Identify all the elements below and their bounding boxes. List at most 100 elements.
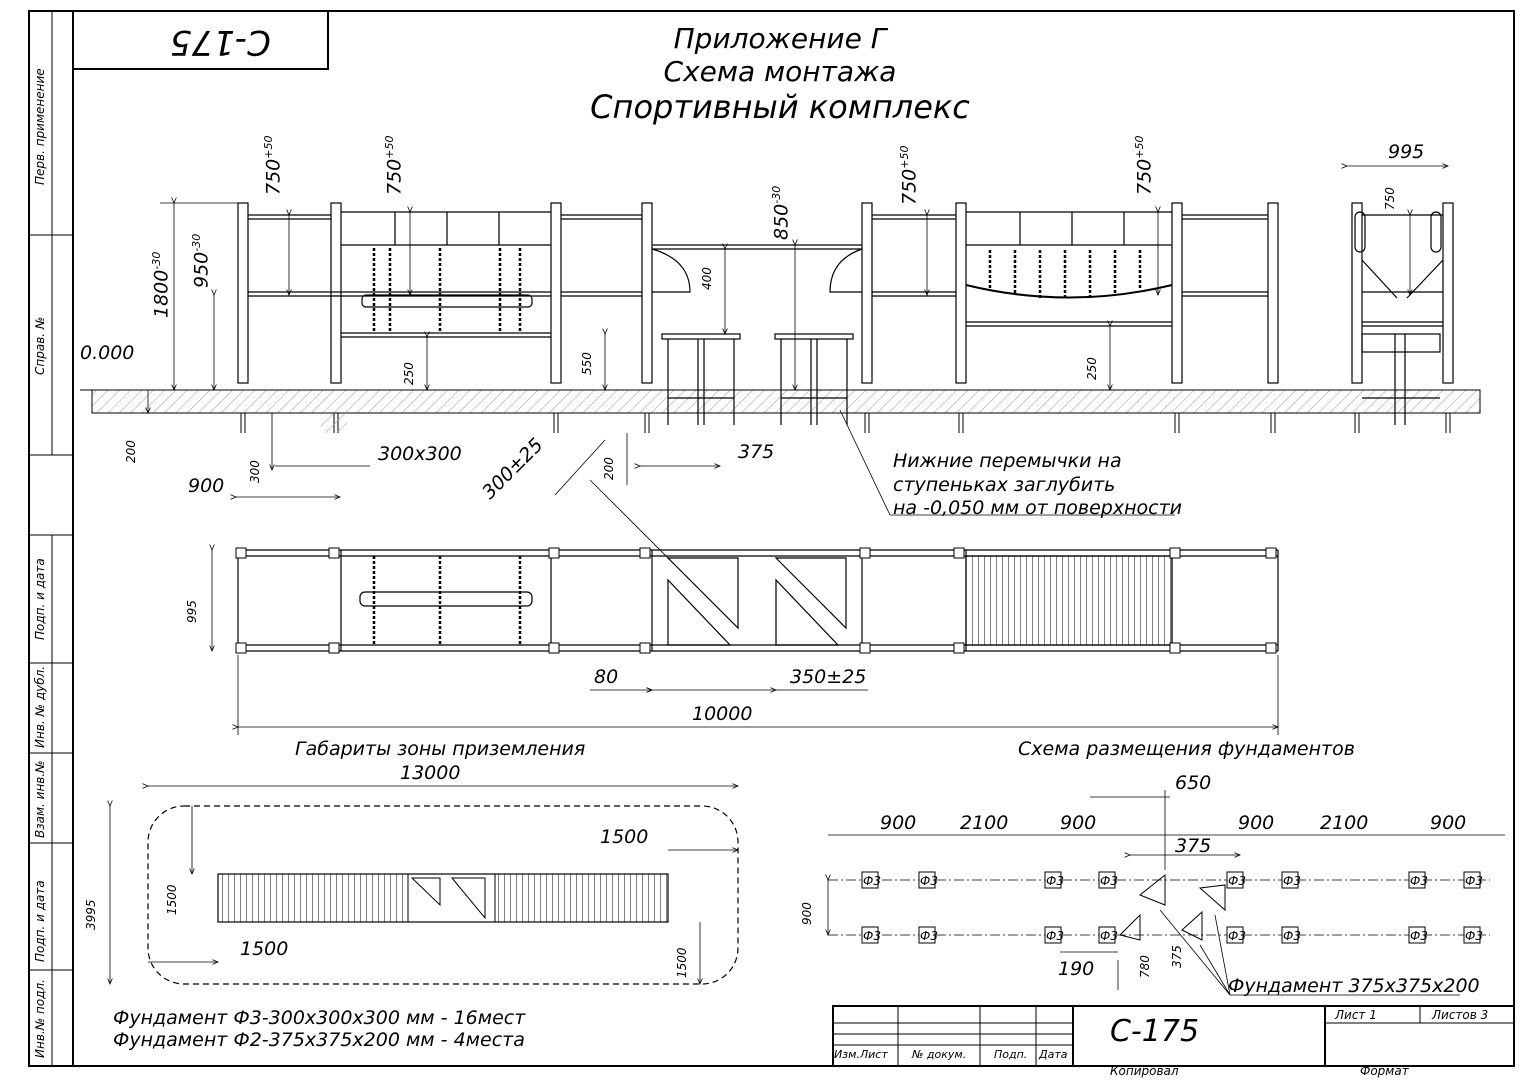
dim-900: 900 [188,475,225,497]
dim-250-1: 250 [402,362,416,385]
product-title: Спортивный комплекс [590,88,970,126]
stamp-inv-podl: Инв.№ подл. [33,979,47,1058]
foundation-f3-label: Ф3 [1046,874,1064,888]
foundation-f3-marker [1408,926,1426,944]
tb-sheet: Лист 1 [1335,1008,1377,1022]
stamp-podp-data-2: Подп. и дата [33,880,47,962]
dim-750-2: 750+50 [383,135,406,195]
appendix-title: Приложение Г [673,22,887,55]
foundation-f3-marker [861,871,879,889]
landing-zone-view [110,786,738,984]
dim-300: 300 [248,460,262,483]
tb-kopiroval: Копировал [1110,1064,1179,1078]
foundation-scheme-view [828,790,1505,996]
fs-dim-900-c: 900 [1238,812,1275,834]
tb-izm-list: Изм.Лист [834,1048,888,1061]
foundation-f3-marker [1098,926,1116,944]
dim-375: 375 [738,441,775,463]
foundation-f3-marker [1044,871,1062,889]
fs-dim-375-a: 375 [1175,835,1212,857]
foundation-f3-label: Ф3 [1283,874,1301,888]
lz-dim-1500-d: 1500 [675,947,689,978]
tb-sheets: Листов 3 [1432,1008,1489,1022]
plan-dim-995: 995 [185,600,199,623]
tb-n-dokum: № докум. [912,1048,967,1061]
lz-dim-1500-a: 1500 [600,826,649,848]
plan-dim-350: 350±25 [790,666,867,688]
foundation-f3-label: Ф3 [863,874,881,888]
lz-dim-1500-c: 1500 [240,938,289,960]
lz-dim-1500-b: 1500 [165,884,179,915]
foundation-f3-marker [1044,926,1062,944]
side-dim-750: 750 [1383,187,1397,210]
fs-dim-900-b: 900 [1060,812,1097,834]
foundation-f3-label: Ф3 [1100,874,1118,888]
foundation-f3-label: Ф3 [1410,874,1428,888]
landing-zone-title: Габариты зоны приземления [295,738,586,760]
code-box [72,10,329,70]
foundation-f3-marker [1098,871,1116,889]
dim-300x300: 300x300 [378,443,462,465]
foundation-f3-marker [918,871,936,889]
fs-dim-900-v: 900 [800,902,814,925]
note-line-2: ступеньках заглубить [893,474,1116,496]
tb-data: Дата [1039,1048,1068,1061]
foundation-f3-marker [1408,871,1426,889]
dim-750-4: 750+50 [1133,135,1156,195]
foundation-f3-marker [1463,926,1481,944]
tb-podp: Подп. [994,1048,1028,1061]
foundation-f3-marker [1463,871,1481,889]
dim-400: 400 [700,267,714,290]
scheme-title: Схема монтажа [663,55,897,88]
stamp-inv-dubl: Инв. № дубл. [33,665,47,748]
plan-dim-10000: 10000 [692,703,753,725]
elevation-view [80,166,1481,591]
foundation-f3-marker [1226,926,1244,944]
foundation-f3-marker [1281,926,1299,944]
foundation-f3-marker [918,926,936,944]
fs-dim-190: 190 [1058,958,1095,980]
fs-dim-375-b: 375 [1170,945,1184,968]
sheet-frame [28,10,1515,1067]
foundation-f3-marker [861,926,879,944]
dim-200-left: 200 [124,440,138,463]
stamp-sprav-no: Справ. № [33,316,47,375]
code-mirrored: С-175 [170,22,271,62]
fs-dim-2100-a: 2100 [960,812,1009,834]
fs-dim-900-d: 900 [1430,812,1467,834]
fs-dim-900-a: 900 [880,812,917,834]
foundation-f3-label: Ф3 [1465,874,1483,888]
dim-200-mid: 200 [602,457,616,480]
dim-1800: 1800-30 [150,251,173,318]
foundation-f3-label: Ф3 [1100,929,1118,943]
side-dim-995: 995 [1388,141,1425,163]
tb-code: С-175 [1110,1014,1200,1049]
fs-dim-780: 780 [1138,955,1152,978]
stamp-vzam-inv: Взам. инв.№ [33,760,47,838]
ground-hatch [91,389,1481,414]
lz-dim-13000: 13000 [400,762,461,784]
dim-250-2: 250 [1085,357,1099,380]
dim-750-3: 750+50 [898,145,921,205]
dim-750-1: 750+50 [262,135,285,195]
dim-850: 850-30 [770,185,793,240]
tb-format: Формат [1360,1064,1409,1078]
dim-950: 950-30 [190,233,213,288]
lz-dim-3995: 3995 [84,899,98,930]
foundation-f3-label: Ф3 [920,929,938,943]
fs-dim-2100-b: 2100 [1320,812,1369,834]
foundation-f3-label: Ф3 [1228,929,1246,943]
foundation-scheme-title: Схема размещения фундаментов [1018,738,1355,760]
note-f2: Фундамент Ф2-375х375х200 мм - 4места [113,1029,525,1051]
foundation-f3-label: Ф3 [1465,929,1483,943]
note-f3: Фундамент Ф3-300х300х300 мм - 16мест [113,1007,526,1029]
plan-dim-80: 80 [594,666,619,688]
foundation-f3-label: Ф3 [863,929,881,943]
plan-view [212,548,1278,735]
note-line-3: на -0,050 мм от поверхности [893,497,1182,519]
stamp-perv-primen: Перв. применение [33,68,47,185]
foundation-f3-label: Ф3 [920,874,938,888]
foundation-f3-label: Ф3 [1283,929,1301,943]
